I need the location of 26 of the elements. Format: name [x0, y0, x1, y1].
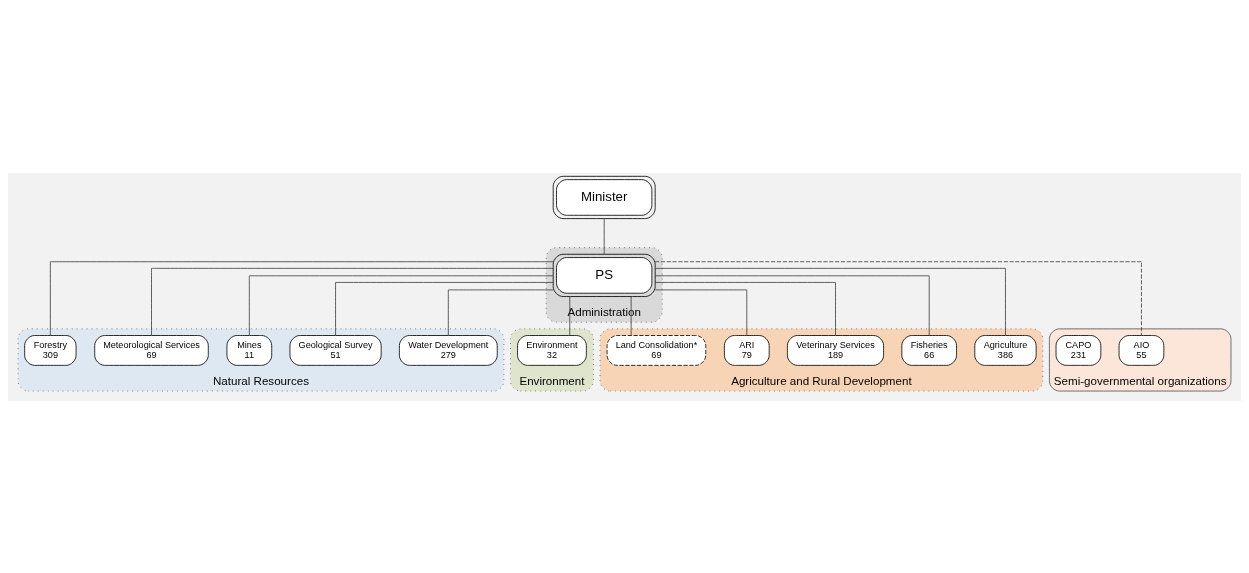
node-box: Fisheries 66	[901, 334, 957, 366]
node-box: Agriculture 386	[974, 334, 1037, 366]
node-box: Forestry 309	[24, 334, 77, 366]
node-box: ARI 79	[724, 334, 770, 366]
connector	[655, 267, 1006, 336]
node-box: Veterinary Services 189	[787, 334, 884, 366]
connector	[654, 289, 748, 336]
connector	[654, 260, 1142, 336]
connector	[248, 274, 554, 336]
node-box: CAPO 231	[1055, 334, 1102, 366]
connector	[49, 260, 554, 336]
connector	[654, 274, 930, 336]
connector	[654, 281, 836, 336]
connector	[447, 289, 554, 336]
connector	[151, 267, 554, 336]
node-box: Water Development 279	[399, 334, 498, 366]
node-box: Meteorological Services 69	[94, 334, 209, 366]
node-box: Mines 11	[226, 334, 273, 366]
connector	[603, 217, 605, 255]
connector	[335, 281, 554, 336]
node-box: Environment 32	[517, 334, 587, 366]
node-box: AIO 55	[1118, 334, 1165, 366]
connector	[630, 295, 632, 336]
connector	[569, 295, 571, 336]
node-box: Geological Survey 51	[289, 334, 382, 366]
node-box: Land Consolidation* 69	[606, 334, 707, 366]
